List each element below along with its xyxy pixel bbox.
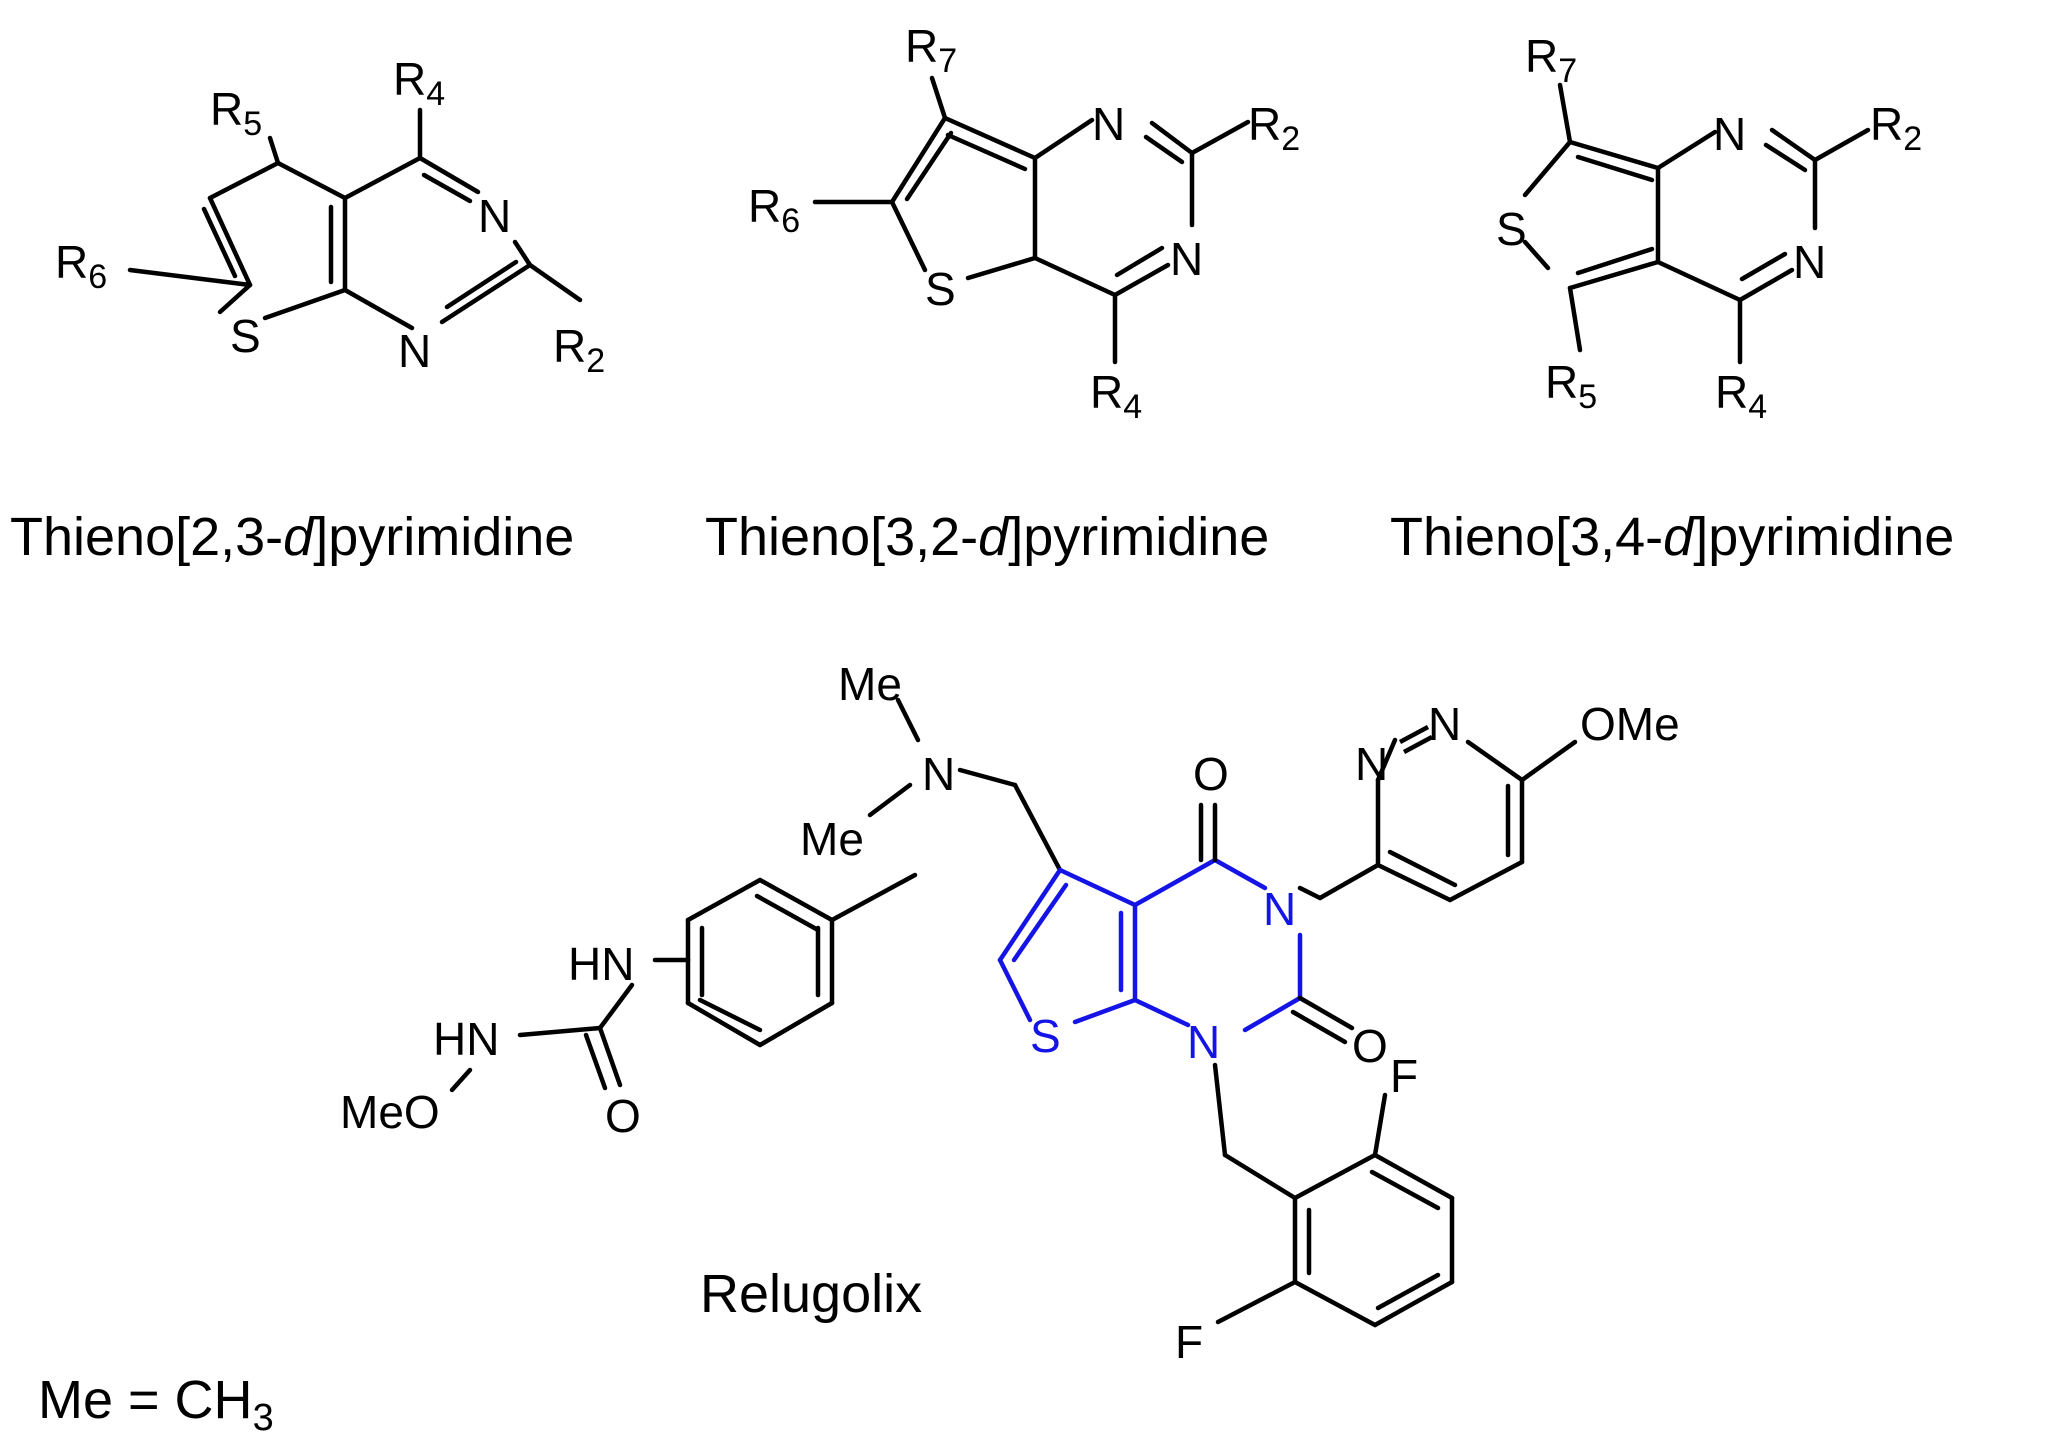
atom-n: N xyxy=(1793,236,1826,288)
abbreviation-legend: Me = CH3 xyxy=(38,1370,274,1439)
r-letter: R xyxy=(210,83,243,135)
caption-thieno-3-2-d-pyrimidine: Thieno[3,2-d]pyrimidine xyxy=(705,507,1269,567)
r-letter: R xyxy=(905,20,938,72)
atom-n: N xyxy=(1170,233,1203,285)
svg-text:R4: R4 xyxy=(393,53,445,113)
relugolix-core-bonds xyxy=(997,857,1303,1033)
r-letter: R xyxy=(1870,98,1903,150)
r-subscript: 7 xyxy=(1558,52,1577,90)
svg-text:R2: R2 xyxy=(553,320,605,380)
compound-name: Relugolix xyxy=(700,1264,922,1324)
labels-thieno-2-3-d-pyrimidine: S N N R4 R5 R6 R2 xyxy=(55,53,605,380)
r-letter: R xyxy=(1525,30,1558,82)
nn-double-bond xyxy=(1402,735,1434,754)
atom-f: F xyxy=(1390,1050,1418,1102)
r-subscript: 2 xyxy=(1903,120,1922,158)
r-subscript: 2 xyxy=(586,342,605,380)
atom-o: O xyxy=(1193,748,1229,800)
atom-n: N xyxy=(1428,698,1461,750)
structure-thieno-2-3-d-pyrimidine xyxy=(127,107,583,331)
methyl-label: Me xyxy=(800,813,864,865)
atom-n: N xyxy=(398,325,431,377)
r-letter: R xyxy=(393,53,426,105)
atom-n: N xyxy=(1092,98,1125,150)
svg-text:R5: R5 xyxy=(1545,356,1597,416)
r-subscript: 4 xyxy=(1748,388,1767,426)
labels-thieno-3-2-d-pyrimidine: S N N R7 R6 R2 R4 xyxy=(748,20,1300,426)
hn-label: HN xyxy=(568,938,634,990)
atom-s: S xyxy=(925,263,956,315)
hn-label: HN xyxy=(433,1013,499,1065)
svg-text:R7: R7 xyxy=(1525,30,1577,90)
r-subscript: 7 xyxy=(938,42,957,80)
svg-text:R2: R2 xyxy=(1248,98,1300,158)
r-letter: R xyxy=(1545,356,1578,408)
caption-thieno-2-3-d-pyrimidine: Thieno[2,3-d]pyrimidine xyxy=(10,507,574,567)
svg-text:R5: R5 xyxy=(210,83,262,143)
r-letter: R xyxy=(748,180,781,232)
r-subscript: 2 xyxy=(1281,120,1300,158)
svg-text:R7: R7 xyxy=(905,20,957,80)
relugolix-labels: S N N O O N Me Me N N OMe HN HN MeO O F … xyxy=(340,658,1680,1368)
atom-o: O xyxy=(605,1090,641,1142)
structure-thieno-3-2-d-pyrimidine xyxy=(812,75,1251,365)
r-letter: R xyxy=(1090,366,1123,418)
atom-n: N xyxy=(1263,883,1296,935)
atom-s: S xyxy=(1030,1010,1061,1062)
labels-thieno-3-4-d-pyrimidine: S N N R7 R2 R5 R4 xyxy=(1496,30,1922,426)
atom-f: F xyxy=(1175,1316,1203,1368)
r-letter: R xyxy=(553,320,586,372)
svg-text:R4: R4 xyxy=(1090,366,1142,426)
relugolix-connector-bonds xyxy=(915,875,1000,960)
caption-thieno-3-4-d-pyrimidine: Thieno[3,4-d]pyrimidine xyxy=(1390,507,1954,567)
r-letter: R xyxy=(1715,366,1748,418)
atom-n: N xyxy=(922,748,955,800)
r-letter: R xyxy=(1248,98,1281,150)
relugolix-bonds xyxy=(449,697,1578,1328)
r-subscript: 6 xyxy=(781,202,800,240)
atom-n: N xyxy=(1187,1016,1220,1068)
atom-n: N xyxy=(478,190,511,242)
atom-n: N xyxy=(1355,738,1388,790)
r-subscript: 4 xyxy=(1123,388,1142,426)
methoxy-label: OMe xyxy=(1580,698,1680,750)
r-subscript: 4 xyxy=(426,75,445,113)
svg-text:R2: R2 xyxy=(1870,98,1922,158)
r-subscript: 5 xyxy=(243,105,262,143)
r-letter: R xyxy=(55,236,88,288)
atom-n: N xyxy=(1713,108,1746,160)
svg-text:R6: R6 xyxy=(748,180,800,240)
r-subscript: 6 xyxy=(88,258,107,296)
methoxy-label: MeO xyxy=(340,1086,440,1138)
structure-thieno-3-4-d-pyrimidine xyxy=(1522,82,1871,365)
atom-o: O xyxy=(1352,1020,1388,1072)
r-subscript: 5 xyxy=(1578,378,1597,416)
svg-text:R6: R6 xyxy=(55,236,107,296)
methyl-label: Me xyxy=(838,658,902,710)
relugolix-carbonyl-bonds xyxy=(1198,802,1355,1045)
nn-double-bond xyxy=(1398,725,1430,744)
atom-s: S xyxy=(1496,203,1527,255)
atom-s: S xyxy=(230,310,261,362)
svg-text:R4: R4 xyxy=(1715,366,1767,426)
